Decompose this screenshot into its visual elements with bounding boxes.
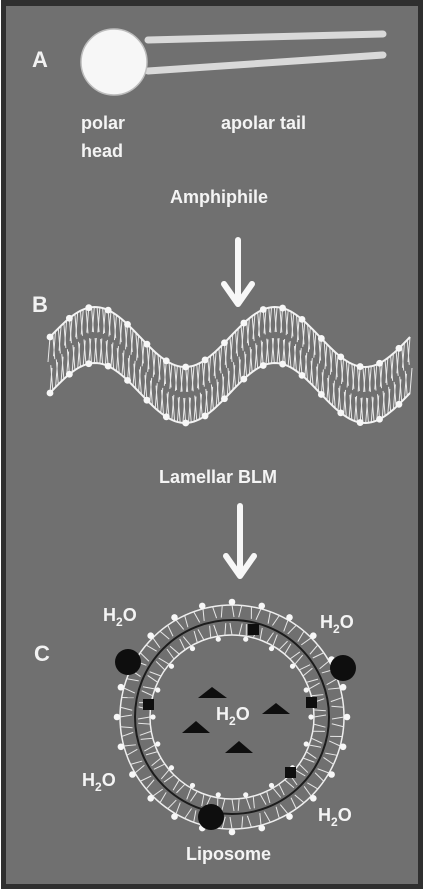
- figure-background: [6, 6, 418, 884]
- polar-head-bead: [182, 364, 189, 371]
- polar-head-bead: [269, 783, 274, 788]
- polar-head-bead: [150, 714, 155, 719]
- polar-head-bead: [318, 335, 325, 342]
- polar-head-bead: [144, 341, 151, 348]
- liposome-caption: Liposome: [186, 844, 271, 864]
- polar-head-label-line2: head: [81, 141, 123, 161]
- polar-head-bead: [279, 361, 286, 368]
- polar-head-bead: [124, 321, 131, 328]
- polar-head-bead: [105, 363, 112, 370]
- polar-head-bead: [357, 363, 364, 370]
- polar-head-bead: [85, 360, 92, 367]
- polar-head-bead: [258, 825, 265, 832]
- polar-head-bead: [299, 372, 306, 379]
- polar-head-bead: [105, 307, 112, 314]
- membrane-protein-square: [285, 767, 296, 778]
- polar-head-bead: [286, 813, 293, 820]
- polar-head-bead: [240, 320, 247, 327]
- polar-head-bead: [258, 603, 265, 610]
- polar-head-bead: [171, 813, 178, 820]
- polar-head-circle: [81, 29, 147, 95]
- amphiphile-caption: Amphiphile: [170, 187, 268, 207]
- polar-head-bead: [202, 357, 209, 364]
- polar-head-bead: [310, 795, 317, 802]
- polar-head-bead: [47, 390, 54, 397]
- polar-head-bead: [124, 377, 131, 384]
- polar-head-bead: [221, 339, 228, 346]
- polar-head-bead: [118, 684, 125, 691]
- membrane-protein-square: [306, 697, 317, 708]
- polar-head-bead: [229, 829, 236, 836]
- polar-head-bead: [199, 603, 206, 610]
- membrane-protein-square: [143, 699, 154, 710]
- polar-head-bead: [243, 637, 248, 642]
- external-particle: [330, 655, 356, 681]
- polar-head-bead: [290, 664, 295, 669]
- polar-head-bead: [337, 409, 344, 416]
- polar-head-bead: [279, 305, 286, 312]
- polar-head-bead: [340, 684, 347, 691]
- polar-head-bead: [169, 664, 174, 669]
- polar-head-bead: [216, 637, 221, 642]
- polar-head-bead: [66, 371, 73, 378]
- polar-head-bead: [299, 316, 306, 323]
- polar-head-bead: [144, 397, 151, 404]
- polar-head-bead: [221, 395, 228, 402]
- polar-head-bead: [155, 741, 160, 746]
- polar-head-bead: [147, 632, 154, 639]
- polar-head-bead: [260, 362, 267, 369]
- polar-head-bead: [269, 646, 274, 651]
- polar-head-bead: [310, 632, 317, 639]
- polar-head-bead: [308, 714, 313, 719]
- polar-head-bead: [169, 765, 174, 770]
- polar-head-bead: [328, 771, 335, 778]
- polar-head-bead: [163, 413, 170, 420]
- polar-head-bead: [376, 416, 383, 423]
- panel-a-label: A: [32, 47, 48, 72]
- polar-head-bead: [376, 360, 383, 367]
- lamellar-blm-caption: Lamellar BLM: [159, 467, 277, 487]
- polar-head-bead: [47, 334, 54, 341]
- polar-head-bead: [337, 353, 344, 360]
- polar-head-bead: [304, 687, 309, 692]
- panel-c-label: C: [34, 641, 50, 666]
- polar-head-bead: [229, 599, 236, 606]
- membrane-protein-square: [248, 624, 259, 635]
- polar-head-bead: [147, 795, 154, 802]
- panel-b-label: B: [32, 292, 48, 317]
- polar-head-label-line1: polar: [81, 113, 125, 133]
- polar-head-bead: [190, 646, 195, 651]
- polar-head-bead: [155, 687, 160, 692]
- polar-head-bead: [304, 741, 309, 746]
- polar-head-bead: [216, 792, 221, 797]
- polar-head-bead: [66, 315, 73, 322]
- external-particle: [115, 649, 141, 675]
- polar-head-bead: [240, 376, 247, 383]
- polar-head-bead: [129, 771, 136, 778]
- apolar-tail-label: apolar tail: [221, 113, 306, 133]
- polar-head-bead: [163, 357, 170, 364]
- polar-head-bead: [182, 420, 189, 427]
- polar-head-bead: [114, 714, 121, 721]
- polar-head-bead: [340, 743, 347, 750]
- polar-head-bead: [118, 743, 125, 750]
- polar-head-bead: [243, 792, 248, 797]
- polar-head-bead: [85, 304, 92, 311]
- polar-head-bead: [260, 306, 267, 313]
- polar-head-bead: [357, 419, 364, 426]
- polar-head-bead: [396, 401, 403, 408]
- polar-head-bead: [171, 614, 178, 621]
- external-particle: [198, 804, 224, 830]
- polar-head-bead: [190, 783, 195, 788]
- polar-head-bead: [344, 714, 351, 721]
- polar-head-bead: [202, 413, 209, 420]
- polar-head-bead: [286, 614, 293, 621]
- polar-head-bead: [396, 345, 403, 352]
- polar-head-bead: [318, 391, 325, 398]
